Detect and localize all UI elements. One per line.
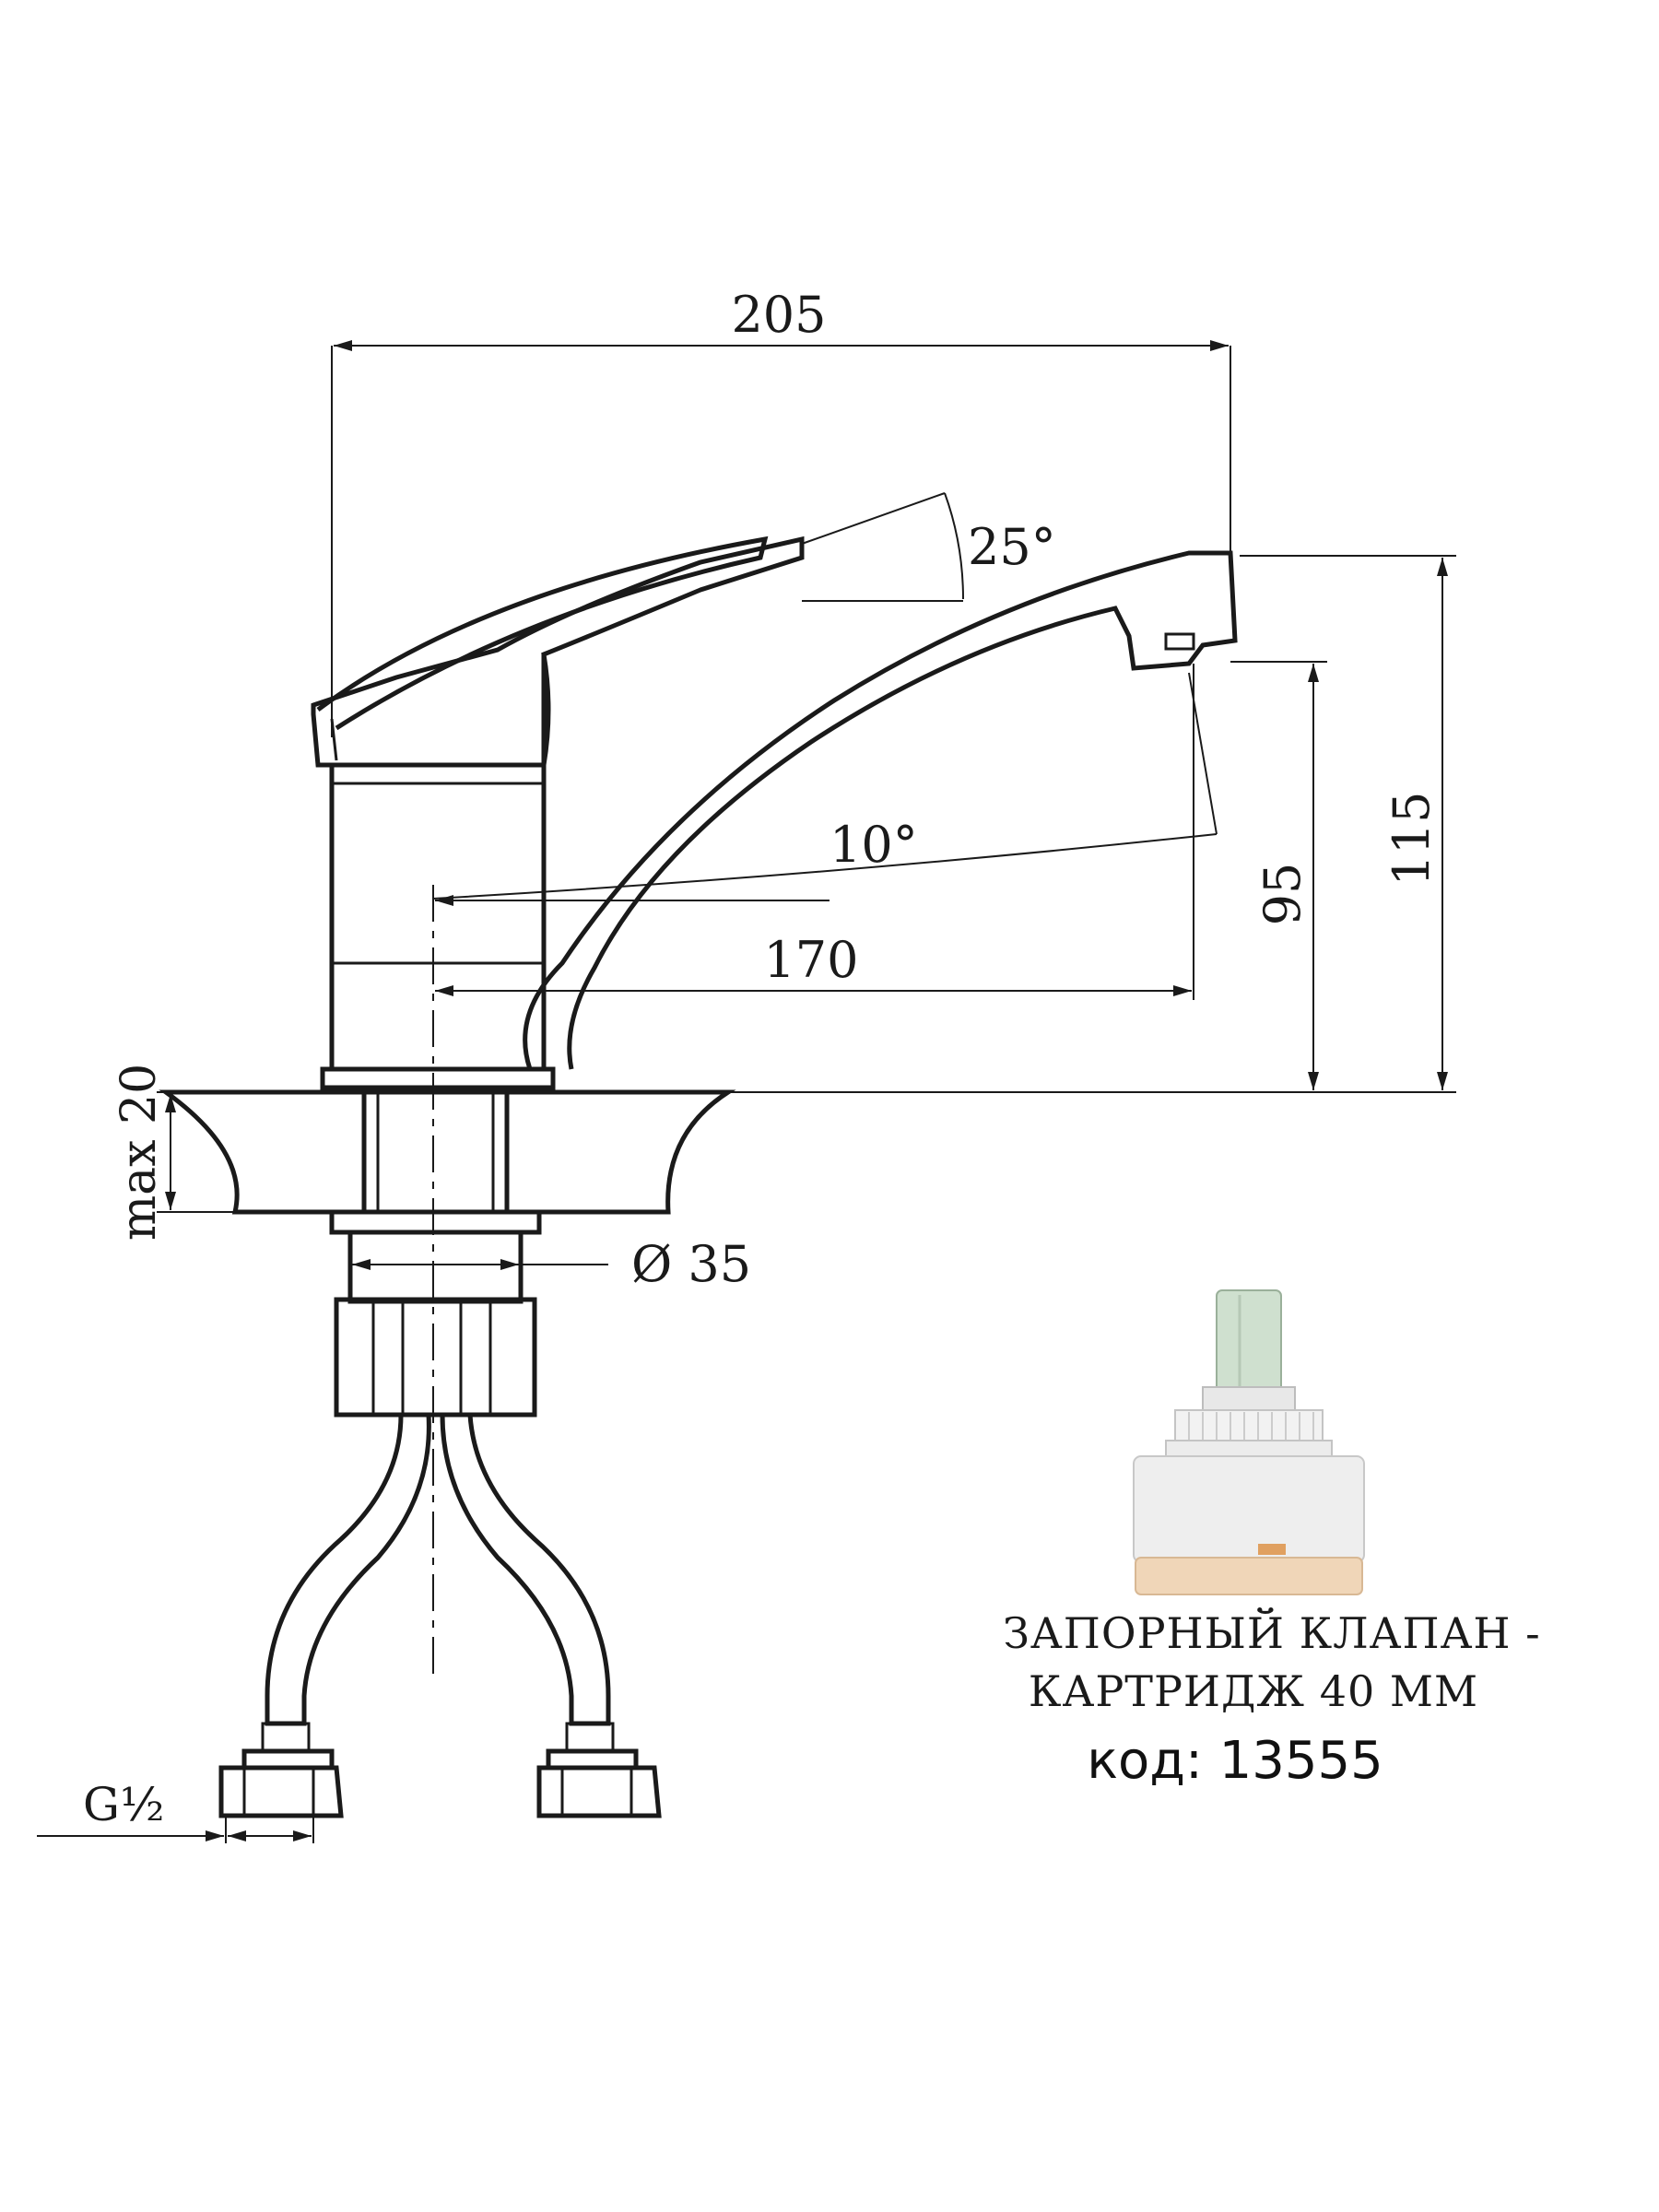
counter-thickness-label: max 20 — [112, 1064, 167, 1241]
spout-reach-label: 170 — [763, 931, 858, 989]
spout-angle-marks: 10° — [432, 672, 1218, 900]
dimension-thread: G½ — [37, 1778, 314, 1843]
total-height-label: 115 — [1382, 791, 1441, 886]
flexible-hoses — [261, 1412, 615, 1753]
dimension-spout-height: 95 — [1230, 661, 1327, 1090]
handle-angle-marks: 25° — [801, 492, 1056, 602]
mount-diameter-label: Ø 35 — [631, 1235, 751, 1293]
cartridge-code: код: 13555 — [1087, 1731, 1383, 1791]
cartridge-caption-line2: КАРТРИДЖ 40 ММ — [1028, 1666, 1479, 1716]
dimension-mount-diameter: Ø 35 — [352, 1235, 751, 1293]
hose-nut-left — [218, 1748, 344, 1818]
dimension-overall-length: 205 — [331, 286, 1231, 737]
overall-length-label: 205 — [731, 286, 826, 344]
dimension-counter-thickness: max 20 — [112, 1064, 332, 1241]
thread-label: G½ — [83, 1778, 164, 1831]
spout-angle-label: 10° — [830, 816, 918, 874]
spout-height-label: 95 — [1253, 863, 1312, 926]
hose-nut-right — [536, 1748, 662, 1818]
lever-handle — [311, 535, 805, 768]
faucet-body — [320, 762, 556, 1090]
locking-nut — [334, 1297, 537, 1418]
cartridge-caption-line1: ЗАПОРНЫЙ КЛАПАН - — [1003, 1608, 1541, 1658]
mounting-shank — [329, 1089, 542, 1304]
dimension-spout-reach: 170 — [432, 664, 1194, 1677]
countertop-section — [159, 1089, 736, 1215]
cartridge-image — [1133, 1289, 1365, 1595]
dimension-total-height: 115 — [553, 555, 1456, 1093]
handle-angle-label: 25° — [968, 518, 1056, 576]
